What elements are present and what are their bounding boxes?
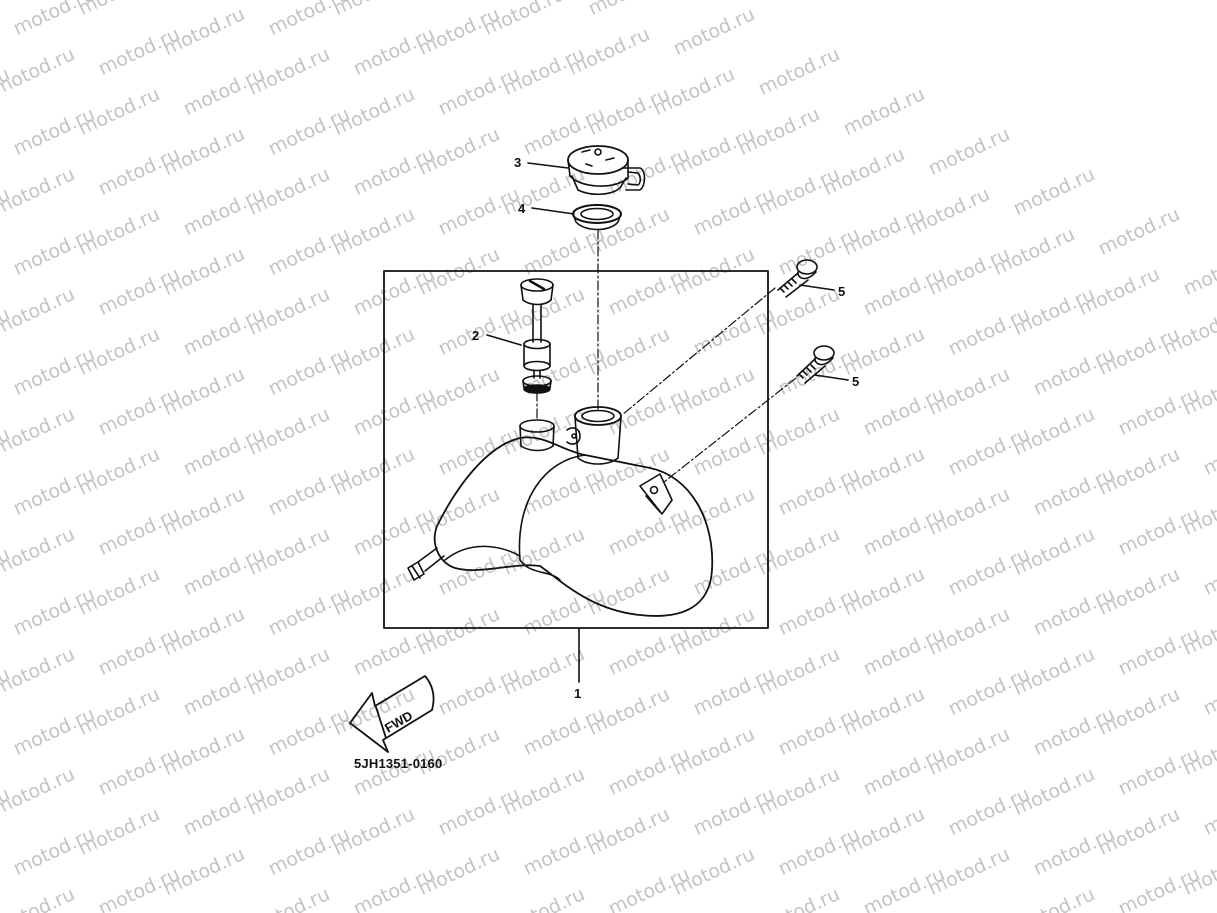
level-gauge <box>520 278 554 394</box>
fwd-arrow-icon <box>349 675 435 753</box>
alignment-line-bolt-lower <box>663 377 797 483</box>
callout-5-lower: 5 <box>852 374 859 389</box>
mounting-bolt-upper <box>777 259 818 298</box>
callout-1: 1 <box>574 686 581 701</box>
diagram-code: 5JH1351-0160 <box>354 756 443 771</box>
leader-line-5a <box>799 284 835 291</box>
assembly-frame <box>383 270 769 629</box>
leader-line-4 <box>531 207 575 215</box>
reservoir-tank <box>407 406 714 617</box>
leader-line-3 <box>527 162 569 169</box>
callout-3: 3 <box>514 155 521 170</box>
cap-gasket <box>572 204 622 231</box>
alignment-line-bolt-upper <box>621 287 776 416</box>
reservoir-cap <box>567 145 646 196</box>
leader-line-5b <box>814 374 849 381</box>
callout-5-upper: 5 <box>838 284 845 299</box>
callout-4: 4 <box>518 201 526 216</box>
callout-2: 2 <box>472 328 479 343</box>
leader-line-2 <box>486 334 522 346</box>
